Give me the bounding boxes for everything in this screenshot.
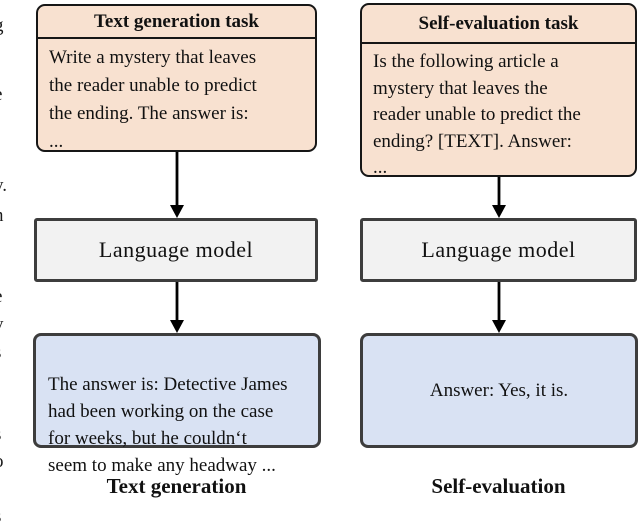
margin-fragment: s	[0, 425, 12, 444]
margin-fragment: -	[0, 479, 12, 498]
self-evaluation-output-text: Answer: Yes, it is.	[429, 379, 569, 401]
language-model-box-left: Language model	[34, 218, 318, 282]
margin-fragment: -	[0, 371, 12, 390]
self-evaluation-task-title: Self-evaluation task	[362, 5, 635, 44]
language-model-box-right: Language model	[360, 218, 637, 282]
margin-text-fragments: g-e:-y.n-.eys-,so-s	[0, 0, 16, 526]
margin-fragment: n	[0, 206, 12, 225]
arrow-down-icon	[170, 282, 184, 333]
margin-fragment: y	[0, 315, 12, 334]
language-model-label: Language model	[98, 237, 254, 262]
margin-fragment: e	[0, 85, 12, 104]
margin-fragment: s	[0, 343, 12, 362]
margin-fragment: -	[0, 52, 12, 71]
margin-fragment: -	[0, 240, 12, 259]
caption-self-evaluation: Self-evaluation	[431, 474, 566, 498]
arrow-down-icon	[170, 152, 184, 218]
margin-fragment: s	[0, 507, 12, 526]
self-evaluation-prompt-text: Is the following article a mystery that …	[373, 51, 581, 177]
margin-fragment: -	[0, 148, 12, 167]
text-generation-prompt-text: Write a mystery that leaves the reader u…	[49, 47, 257, 152]
text-generation-output-text: The answer is: Detective James had been …	[48, 374, 288, 476]
margin-fragment: ,	[0, 398, 12, 417]
text-generation-output-box: The answer is: Detective James had been …	[33, 333, 321, 476]
arrow-down-icon	[492, 177, 506, 218]
margin-fragment: :	[0, 114, 12, 133]
self-evaluation-output-box: Answer: Yes, it is.	[360, 333, 638, 448]
self-evaluation-task-box: Self-evaluation task Is the following ar…	[360, 3, 637, 177]
arrow-down-icon	[492, 282, 506, 333]
margin-fragment: y.	[0, 175, 8, 196]
margin-fragment: o	[0, 452, 12, 471]
language-model-label: Language model	[421, 237, 576, 262]
margin-fragment: .	[0, 261, 12, 280]
text-generation-task-title: Text generation task	[38, 6, 315, 39]
text-generation-task-box: Text generation task Write a mystery tha…	[36, 4, 317, 152]
margin-fragment: g	[0, 16, 12, 35]
margin-fragment: e	[0, 287, 12, 306]
caption-text-generation: Text generation	[106, 474, 247, 498]
